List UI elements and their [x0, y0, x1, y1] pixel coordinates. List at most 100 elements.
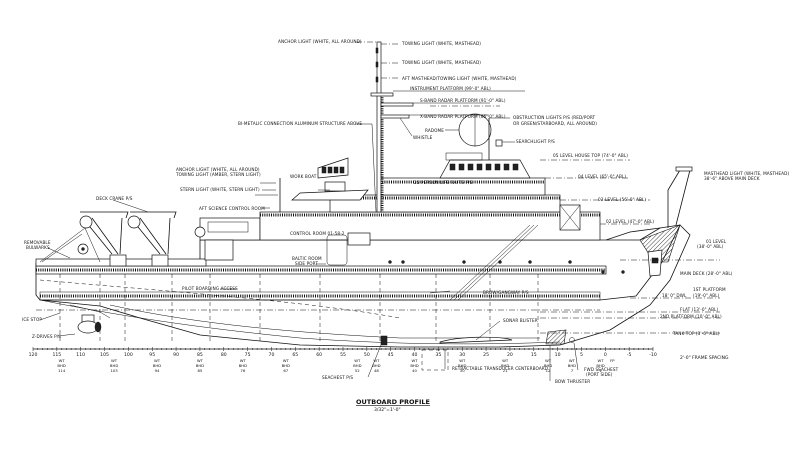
frame-tick-label: 120 — [29, 352, 38, 358]
label-aft-masthead: AFT MASTHEAD/TOWING LIGHT (WHITE, MASTHE… — [402, 76, 517, 81]
anchor — [651, 257, 659, 264]
label-z-drives: Z-DRIVES P/S — [32, 334, 61, 339]
deck-crane-aft — [77, 211, 129, 255]
label-life-rafts: 25 PERSON LIFE RAFTS P/S — [414, 180, 473, 185]
label-masthead-light-b: 38'-6" ABOVE MAIN DECK — [704, 176, 760, 181]
label-level-02: 02 LEVEL (47'-0" ABL) — [606, 219, 654, 224]
work-boat — [291, 189, 369, 201]
frame-tick-label: 110 — [76, 352, 85, 358]
frame-tick-label: -10 — [649, 352, 657, 358]
bulkhead-label: 76 — [240, 368, 245, 373]
frame-tick-label: 70 — [269, 352, 275, 358]
label-obstruction-lights-1: OBSTRUCTION LIGHTS P/S (RED/PORT — [513, 115, 596, 120]
bulkhead-label: BHD — [544, 363, 552, 368]
label-xband-radar: X-BAND RADAR PLATFORM (85'-0" ABL) — [420, 114, 506, 119]
frame-tick-label: 5 — [580, 352, 583, 358]
bulkhead-label: WT — [111, 358, 118, 363]
bulkhead-label: BHD — [372, 363, 380, 368]
bulkhead-label: WT — [569, 358, 576, 363]
02-level-house — [259, 211, 601, 241]
label-instrument-platform: INSTRUMENT PLATFORM (99'-0" ABL) — [410, 86, 491, 91]
xband-radar-platform — [380, 114, 410, 119]
bulkhead-labels: WTBHD114WTBHD103WTBHD94WTBHD85WTBHD76WTB… — [57, 358, 615, 373]
house-top-rail — [445, 152, 483, 161]
frame-tick-label: 65 — [292, 352, 298, 358]
frame-tick-label: 50 — [364, 352, 370, 358]
superstructure — [259, 41, 693, 301]
life-ring — [194, 226, 206, 238]
bulkhead-label: WT — [197, 358, 204, 363]
frame-tick-label: 30 — [459, 352, 465, 358]
label-baltic-room-b: SIDE PORT — [295, 261, 318, 266]
bow-thruster — [545, 329, 567, 345]
brow-gangway — [449, 224, 539, 301]
bulkhead-label: 12 — [546, 368, 551, 373]
bulkhead-label: 30 — [460, 368, 465, 373]
frame-tick-label: 75 — [245, 352, 251, 358]
main-mast — [376, 41, 382, 213]
bulkhead-label: BHD — [57, 363, 65, 368]
label-second-platform: 2ND PLATFORM (10'-0" ABL) — [660, 314, 722, 319]
bulkhead-label: WT — [354, 358, 361, 363]
bulkhead-label: BHD — [501, 363, 509, 368]
fwd-seachest — [569, 337, 575, 343]
bulkhead-label: BHD — [353, 363, 361, 368]
label-level-03: 03 LEVEL (56'-0" ABL) — [598, 197, 646, 202]
bulkhead-label: WT — [154, 358, 161, 363]
frame-tick-label: -5 — [627, 352, 632, 358]
drawing-title: OUTBOARD PROFILE — [356, 398, 430, 406]
label-dwl: 18' 0" DWL — [662, 293, 687, 298]
frame-tick-label: 45 — [388, 352, 394, 358]
forward-perpendicular-label: FP — [610, 358, 615, 363]
frame-tick-label: 60 — [316, 352, 322, 358]
bulkhead-label: BHD — [239, 363, 247, 368]
label-pilot-boarding: PILOT BOARDING ACCESS — [182, 286, 238, 291]
label-whistle: WHISTLE — [413, 135, 433, 140]
label-bimetallic: BI-METALIC CONNECTION ALUMINUM STRUCTURE… — [238, 121, 362, 126]
label-anchor-towing-b: TOWING LIGHT (AMBER, STERN LIGHT) — [175, 172, 261, 177]
label-towing-light-2: TOWING LIGHT (WHITE, MASTHEAD) — [401, 60, 481, 65]
seachest — [380, 335, 388, 346]
annotations: ANCHOR LIGHT (WHITE, ALL AROUND) TOWING … — [22, 39, 789, 384]
bulkhead-label: 40 — [412, 368, 417, 373]
bulkhead-label: 67 — [283, 368, 288, 373]
bulkhead-label: WT — [459, 358, 466, 363]
frame-tick-label: 35 — [435, 352, 441, 358]
bulkhead-label: WT — [373, 358, 380, 363]
bulkhead-label: 114 — [58, 368, 66, 373]
level-lines — [36, 105, 720, 334]
label-baltic-room-a: BALTIC ROOM — [292, 256, 322, 261]
label-removable-a: REMOVABLE — [24, 240, 51, 245]
aft-science-house — [199, 217, 261, 241]
frame-tick-label: 100 — [124, 352, 133, 358]
label-brow-gangway: BROW/GANGWAY P/S — [483, 290, 529, 295]
label-ice-stop: ICE STOP — [22, 317, 42, 322]
baltic-room-side-port — [326, 234, 348, 266]
label-level-05: 05 LEVEL HOUSE TOP (74'-0" ABL) — [553, 153, 628, 158]
label-obstruction-lights-2: OR GREEN/STARBOARD, ALL AROUND) — [513, 121, 597, 126]
leader-lines — [39, 41, 579, 381]
sband-radar-platform — [380, 102, 414, 107]
label-tank-top: TANK TOP (3'-6" ABL) — [672, 331, 720, 336]
label-first-platform-a: 1ST PLATFORM — [693, 287, 726, 292]
bulkhead-label: WT — [283, 358, 290, 363]
sonar-blister — [439, 336, 513, 344]
instrument-platform — [370, 92, 394, 97]
bulkhead-label: BHD — [110, 363, 118, 368]
frame-tick-label: 95 — [149, 352, 155, 358]
bulkhead-label: 85 — [198, 368, 203, 373]
label-control-room: CONTROL ROOM 01-58-2 — [290, 231, 345, 236]
bulkhead-label: BHD — [458, 363, 466, 368]
label-work-boat: WORK BOAT — [290, 174, 317, 179]
label-frame-spacing: 2'-0" FRAME SPACING — [680, 355, 729, 361]
label-sonar-blister: SONAR BLISTER — [503, 318, 538, 323]
hull — [35, 224, 691, 348]
label-first-platform-b: (19'-0" ABL) — [693, 293, 720, 298]
label-fwd-seachest-a: FWD SEACHEST — [584, 367, 619, 372]
frame-tick-label: 90 — [173, 352, 179, 358]
label-anchor-towing-a: ANCHOR LIGHT (WHITE, ALL AROUND) — [176, 167, 260, 172]
bulkhead-label: BHD — [196, 363, 204, 368]
label-towing-light-1: TOWING LIGHT (WHITE, MASTHEAD) — [401, 41, 481, 46]
bulkhead-label: BHD — [410, 363, 418, 368]
bulkhead-label: BHD — [568, 363, 576, 368]
